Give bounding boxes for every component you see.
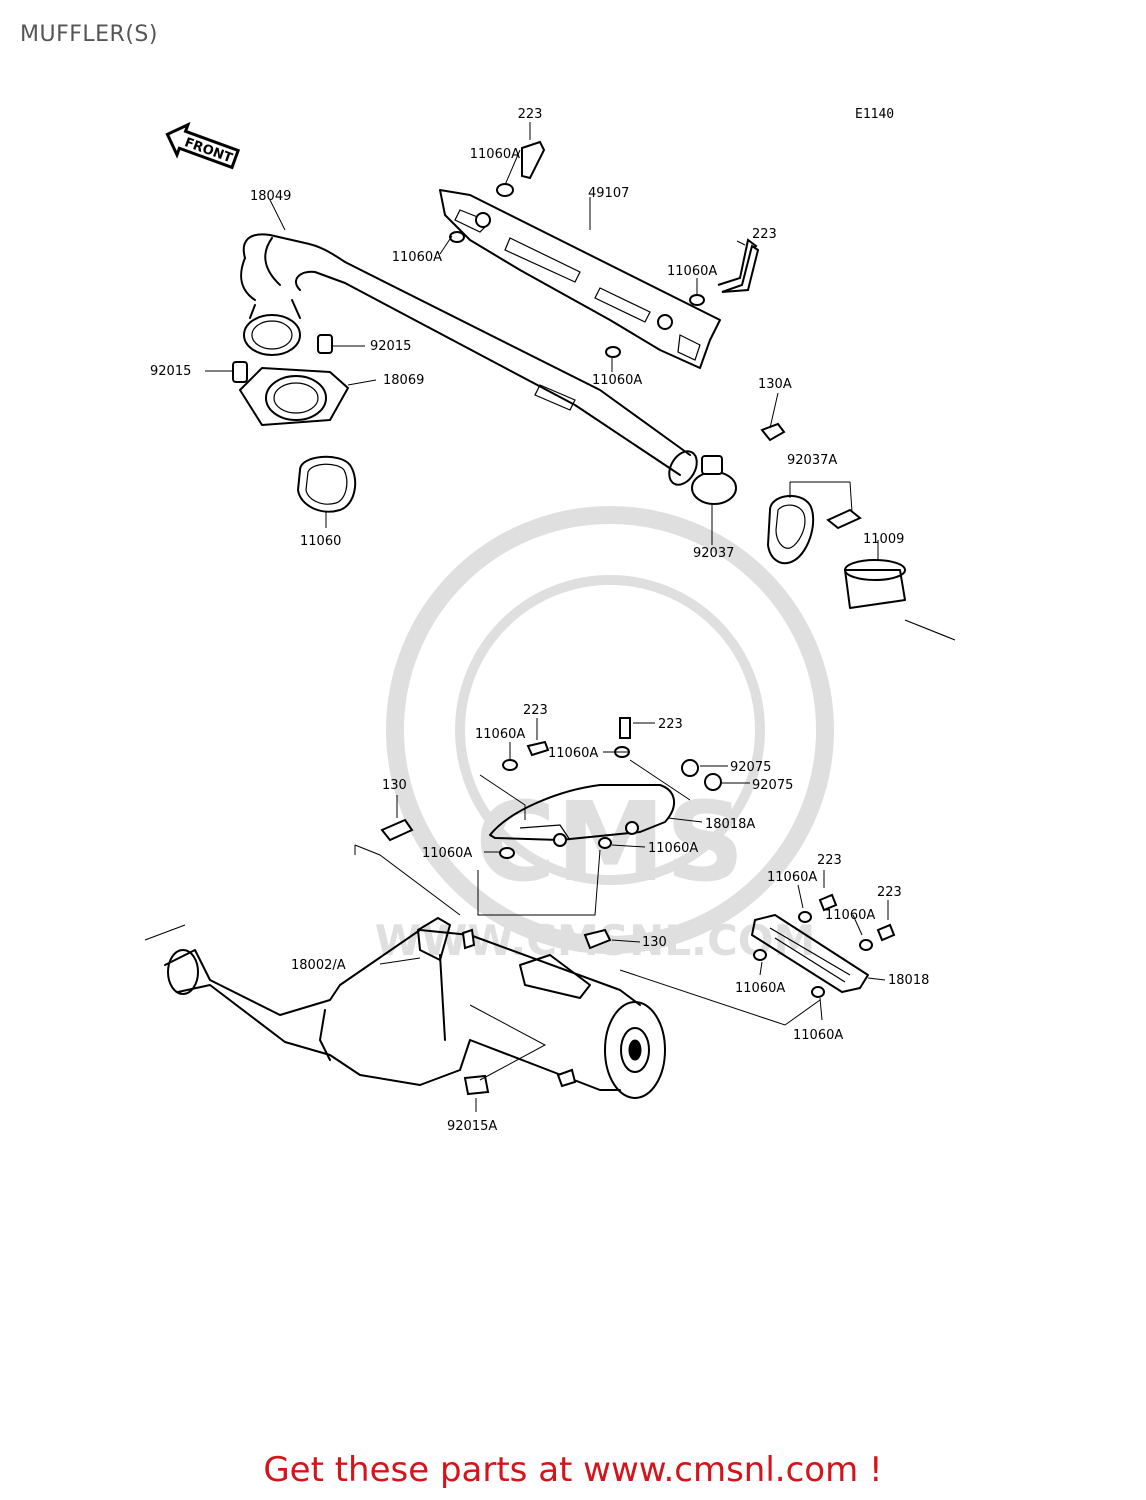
part-label: 49107 — [588, 186, 629, 201]
part-label: 11060A — [667, 264, 717, 279]
part-label: 11060A — [548, 746, 598, 761]
part-label: 18018A — [705, 817, 755, 832]
part-label: 92037 — [693, 546, 734, 561]
part-label: 223 — [523, 703, 548, 718]
part-label: 92015A — [447, 1119, 497, 1134]
leader-lines-lower — [144, 718, 889, 1112]
muffler-body — [164, 917, 666, 1099]
part-label: 11060A — [767, 870, 817, 885]
part-label: 223 — [752, 227, 777, 242]
exhaust-header-pipe — [240, 233, 698, 486]
part-label: 223 — [518, 107, 543, 122]
part-label: 92037A — [787, 453, 837, 468]
part-label: 11060A — [592, 373, 642, 388]
heat-shield-front — [489, 784, 675, 847]
part-label: 11009 — [863, 532, 904, 547]
page-title: MUFFLER(S) — [20, 22, 158, 47]
part-label: 92075 — [752, 778, 793, 793]
part-label: 223 — [877, 885, 902, 900]
diagram-code: E1140 — [855, 107, 894, 122]
part-label: 11060 — [300, 534, 341, 549]
part-label: 18018 — [888, 973, 929, 988]
part-label: 92015 — [370, 339, 411, 354]
heat-shield-rear — [751, 914, 869, 993]
stud-bolt-icon — [232, 334, 333, 383]
front-arrow-icon: FRONT — [165, 121, 241, 170]
muffler-bracket — [439, 189, 721, 369]
part-label: 18069 — [383, 373, 424, 388]
part-label: 11060A — [735, 981, 785, 996]
part-label: 11060A — [392, 250, 442, 265]
part-label: 18002/A — [291, 958, 346, 973]
part-label: 11060A — [793, 1028, 843, 1043]
part-label: 130 — [642, 935, 667, 950]
part-label: 223 — [817, 853, 842, 868]
part-label: 92075 — [730, 760, 771, 775]
part-label: 18049 — [250, 189, 291, 204]
part-label: 11060A — [475, 727, 525, 742]
exhaust-sleeve-gasket — [844, 559, 956, 641]
exhaust-gasket — [297, 455, 357, 513]
part-label: 11060A — [648, 841, 698, 856]
leader-lines-upper — [205, 122, 879, 560]
part-label: 130 — [382, 778, 407, 793]
part-number-labels: 223 11060A 49107 18049 11060A 223 11060A… — [150, 107, 929, 1134]
part-label: 223 — [658, 717, 683, 732]
clamp-assembly — [767, 495, 862, 565]
part-label: 92015 — [150, 364, 191, 379]
part-label: 11060A — [825, 908, 875, 923]
pipe-clamp — [691, 455, 737, 505]
exhaust-flange — [239, 367, 349, 426]
part-label: 11060A — [422, 846, 472, 861]
footer-link-text[interactable]: Get these parts at www.cmsnl.com ! — [263, 1450, 883, 1490]
part-label: 130A — [758, 377, 792, 392]
part-label: 11060A — [470, 147, 520, 162]
bolt-icon — [449, 140, 786, 442]
cms-watermark-logo: CMS WWW.CMSNL.COM — [375, 506, 834, 965]
